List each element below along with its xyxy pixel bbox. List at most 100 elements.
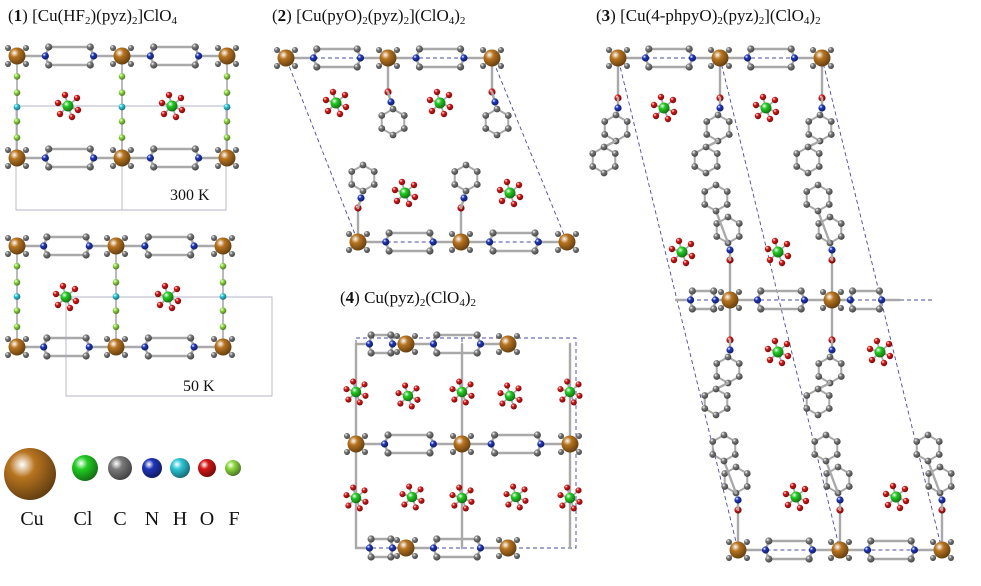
atom: [778, 259, 786, 267]
atom: [215, 45, 221, 51]
atom: [510, 483, 517, 490]
atom: [489, 229, 497, 237]
atom: [600, 143, 608, 151]
temperature-label-50k: 50 K: [183, 378, 215, 395]
atom: [890, 491, 902, 503]
atom: [118, 134, 126, 141]
atom: [387, 535, 395, 543]
atom: [233, 45, 239, 51]
atom: [734, 496, 742, 504]
atom: [218, 47, 236, 65]
atom: [676, 246, 688, 258]
formula-subscript: 2: [419, 297, 426, 309]
atom: [652, 112, 660, 120]
atom: [13, 279, 21, 286]
atom: [356, 399, 363, 406]
atom: [726, 539, 732, 545]
atom: [353, 63, 361, 71]
atom: [804, 143, 812, 151]
atom: [504, 382, 511, 389]
atom: [873, 337, 881, 345]
atom: [808, 546, 817, 554]
atom: [800, 296, 809, 304]
atom: [467, 247, 473, 253]
atom: [86, 163, 94, 171]
formula-subscript: 2: [132, 15, 138, 27]
atom: [104, 352, 110, 358]
atom: [846, 555, 852, 561]
atom: [394, 553, 400, 559]
atom: [576, 433, 582, 439]
atom: [456, 63, 465, 71]
atom: [935, 451, 943, 458]
atom: [884, 501, 892, 509]
atom: [510, 403, 517, 410]
atom: [827, 118, 835, 125]
atom: [947, 470, 955, 477]
atom: [845, 483, 853, 490]
formula-subscript: 2: [815, 15, 821, 27]
atom-legend: [4, 448, 241, 500]
atom: [814, 411, 822, 419]
atom: [688, 252, 696, 260]
atom: [575, 381, 582, 388]
atom: [43, 352, 51, 360]
atom: [5, 352, 11, 358]
atom: [406, 491, 418, 503]
atom: [90, 154, 98, 162]
atom: [453, 435, 471, 453]
atom: [445, 91, 453, 99]
atom: [362, 433, 368, 439]
atom: [107, 237, 125, 255]
atom: [173, 285, 181, 293]
atom: [344, 449, 350, 455]
atom: [387, 98, 395, 106]
atom: [516, 396, 523, 403]
atom: [395, 390, 402, 397]
atom: [499, 539, 517, 557]
atom: [110, 45, 116, 51]
unit-cell: [355, 337, 577, 549]
atom: [493, 131, 501, 139]
atom: [754, 112, 762, 120]
atom: [712, 207, 720, 215]
atom: [277, 49, 295, 67]
atom: [357, 194, 365, 202]
atom: [13, 103, 21, 111]
atom: [815, 150, 823, 157]
atom: [330, 97, 342, 109]
atom: [828, 63, 834, 69]
compound-1-300k: [5, 43, 239, 211]
atom: [576, 392, 583, 399]
legend-sphere-nitrogen: [142, 458, 162, 478]
atom: [359, 161, 367, 169]
atom: [825, 201, 833, 208]
atom: [361, 487, 368, 494]
atom: [743, 483, 751, 490]
atom: [110, 61, 116, 67]
atom: [609, 49, 627, 67]
legend-label-c: C: [113, 508, 127, 530]
atom: [23, 336, 29, 342]
atom: [670, 108, 678, 116]
atom: [846, 296, 854, 304]
formula-subscript: 4: [459, 297, 465, 309]
atom: [394, 333, 400, 339]
atom: [935, 438, 943, 445]
atom: [229, 251, 235, 257]
atom: [675, 237, 683, 245]
atom: [930, 555, 936, 561]
atom: [744, 539, 750, 545]
atom: [721, 291, 739, 309]
atom: [5, 147, 11, 153]
atom: [144, 334, 152, 342]
atom: [913, 438, 921, 445]
atom: [141, 343, 149, 351]
atom: [803, 405, 811, 412]
bond: [824, 459, 840, 495]
atom: [757, 305, 765, 313]
atom: [385, 229, 393, 237]
atom: [846, 539, 852, 545]
atom: [889, 482, 897, 490]
atom: [122, 251, 128, 257]
